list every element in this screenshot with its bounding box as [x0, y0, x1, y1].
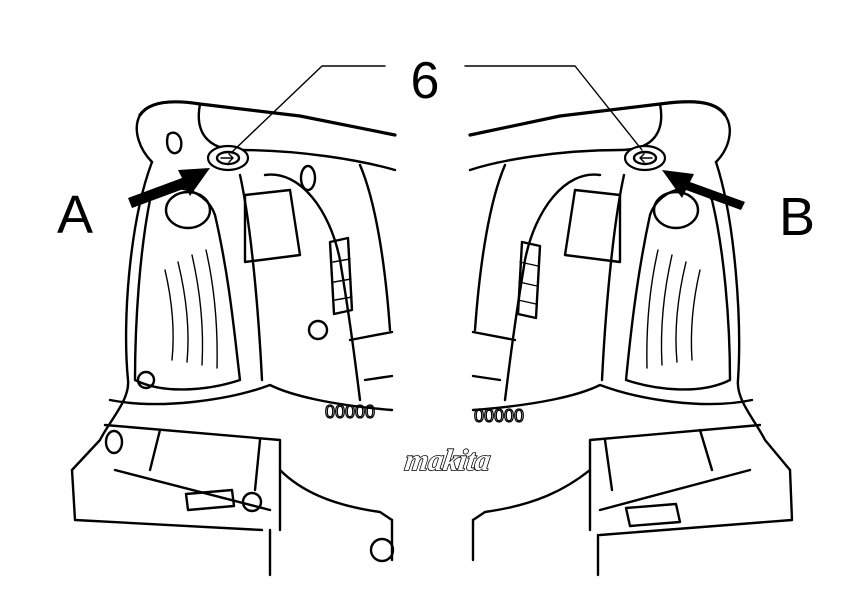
push-arrow-b-icon [662, 170, 745, 210]
right-direction-arrow-icon [639, 153, 653, 163]
right-bottom-curve [471, 468, 592, 522]
right-housing-curve [503, 173, 602, 402]
brand-logo: makita [403, 443, 493, 477]
left-housing-edge [238, 173, 264, 382]
left-grip-rib [205, 249, 218, 369]
right-grip-rib [660, 254, 673, 366]
left-side-knob [307, 319, 329, 341]
left-tool-view: 00000 [70, 100, 397, 577]
push-arrow-a-icon [128, 168, 210, 208]
left-rear-lines [348, 330, 394, 382]
right-base-front [588, 423, 762, 532]
left-lock-button-inner [215, 150, 241, 166]
left-base-lower-edge [113, 468, 272, 512]
left-base-front [103, 423, 282, 532]
left-grip-rib [177, 261, 189, 363]
right-tool-view: 00000 makita [402, 100, 794, 577]
right-side-grille [516, 240, 542, 320]
left-switch-window [243, 188, 302, 264]
left-outer-body [70, 160, 154, 472]
left-grip-rib [164, 269, 174, 361]
right-shell-front [714, 113, 731, 164]
right-housing-edge [600, 173, 626, 382]
right-switch-window [563, 188, 622, 264]
left-side-grille [328, 236, 354, 316]
left-foot-knob [369, 537, 395, 563]
left-grip-top-dome [164, 190, 212, 230]
right-lock-button-inner [632, 150, 658, 166]
right-rear-lines [471, 330, 517, 382]
left-battery-latch [184, 488, 236, 512]
right-base-top [471, 383, 754, 412]
left-grip-rib [191, 254, 204, 366]
left-vent-slot [299, 164, 317, 192]
left-rear-edge [358, 163, 392, 332]
callout-leader-left [231, 65, 386, 153]
right-grip-rib [690, 269, 701, 361]
right-rear-edge [473, 163, 507, 332]
left-top-ridge [197, 102, 397, 172]
right-panel-code: 00000 [474, 406, 524, 426]
left-direction-arrow-icon [220, 153, 234, 163]
right-grip-panel [624, 186, 732, 391]
callout-6: 6 [231, 52, 643, 153]
right-battery-latch [624, 502, 682, 528]
right-base-details [603, 428, 714, 492]
left-base-top [108, 383, 394, 412]
right-grip-top-dome [652, 190, 700, 230]
left-shell-front [135, 113, 154, 164]
left-screw [136, 370, 156, 390]
left-foot-lines [268, 518, 394, 577]
left-base-details [148, 428, 262, 492]
right-top-outline [468, 100, 727, 137]
right-base-lower-edge [598, 468, 752, 512]
left-base-button [104, 429, 124, 455]
right-bottom-outline [598, 468, 794, 537]
label-b: B [779, 187, 815, 247]
left-base-knob [241, 491, 263, 513]
callout-leader-right [464, 65, 643, 151]
right-grip-rib [646, 249, 659, 369]
right-outer-body [714, 160, 792, 472]
left-panel-code: 00000 [325, 402, 375, 422]
right-grip-rib [675, 261, 687, 363]
label-a: A [57, 185, 93, 245]
right-top-ridge [468, 102, 663, 172]
left-housing-curve [263, 173, 362, 402]
right-grille-slats [517, 261, 539, 305]
left-bottom-curve [278, 468, 394, 522]
right-foot-lines [471, 518, 600, 577]
left-bottom-outline [70, 468, 264, 532]
left-top-bump [165, 131, 183, 155]
left-grille-slats [332, 258, 353, 301]
callout-number: 6 [411, 52, 440, 110]
